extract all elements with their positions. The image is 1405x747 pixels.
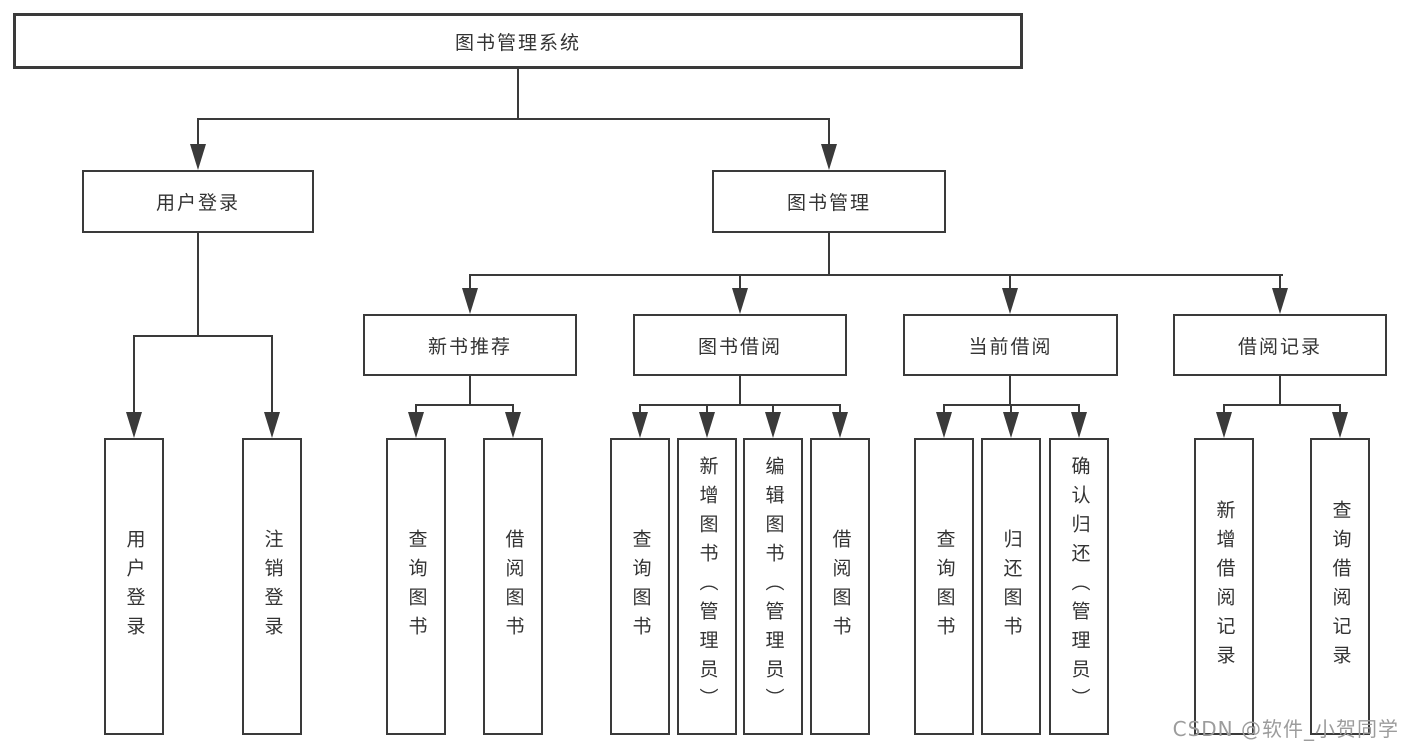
arrow-down-icon (1002, 288, 1018, 314)
connector-drop (469, 374, 471, 406)
node-user-login: 用户登录 (82, 170, 314, 233)
connector-branch (415, 404, 514, 406)
connector-stem (828, 118, 830, 146)
leaf-label: 归还图书 (1000, 528, 1023, 645)
leaf-current-query: 查询图书 (914, 438, 974, 735)
arrow-down-icon (765, 412, 781, 438)
arrow-down-icon (505, 412, 521, 438)
connector-stem (469, 274, 471, 290)
leaf-label: 查询图书 (405, 528, 428, 645)
arrow-down-icon (1003, 412, 1019, 438)
leaf-borrow-query: 查询图书 (610, 438, 670, 735)
leaf-borrow-add-admin: 新增图书（管理员） (677, 438, 737, 735)
connector-stem (739, 274, 741, 290)
node-current-borrow-label: 当前借阅 (968, 335, 1053, 358)
connector-stem (1010, 404, 1012, 413)
node-book-management: 图书管理 (712, 170, 946, 233)
arrow-down-icon (821, 144, 837, 170)
arrow-down-icon (190, 144, 206, 170)
node-root: 图书管理系统 (13, 13, 1023, 69)
arrow-down-icon (632, 412, 648, 438)
node-new-book-recommend-label: 新书推荐 (427, 335, 512, 358)
connector-stem (1339, 404, 1341, 413)
leaf-label: 查询借阅记录 (1329, 499, 1352, 674)
leaf-newbook-borrow: 借阅图书 (483, 438, 543, 735)
connector-stem (415, 404, 417, 413)
leaf-current-return: 归还图书 (981, 438, 1041, 735)
arrow-down-icon (462, 288, 478, 314)
connector-stem (706, 404, 708, 413)
leaf-label: 借阅图书 (829, 528, 852, 645)
leaf-borrow-edit-admin: 编辑图书（管理员） (743, 438, 803, 735)
arrow-down-icon (732, 288, 748, 314)
leaf-label: 确认归还（管理员） (1068, 456, 1091, 717)
leaf-logout: 注销登录 (242, 438, 302, 735)
leaf-user-login: 用户登录 (104, 438, 164, 735)
watermark: CSDN @软件_小贺同学 (1172, 717, 1399, 741)
leaf-label: 查询图书 (933, 528, 956, 645)
node-user-login-label: 用户登录 (155, 192, 240, 214)
node-borrow-records: 借阅记录 (1173, 314, 1387, 376)
connector-stem (197, 118, 199, 146)
node-current-borrow: 当前借阅 (903, 314, 1118, 376)
leaf-label: 用户登录 (123, 528, 146, 645)
connector-root-drop (517, 67, 519, 120)
leaf-label: 查询图书 (629, 528, 652, 645)
connector-level3-branch (469, 274, 1283, 276)
connector-stem (772, 404, 774, 413)
connector-stem (133, 335, 135, 413)
connector-userlogin-drop (197, 231, 199, 337)
connector-branch (133, 335, 273, 337)
connector-stem (271, 335, 273, 413)
arrow-down-icon (1216, 412, 1232, 438)
connector-stem (1009, 274, 1011, 290)
connector-stem (512, 404, 514, 413)
arrow-down-icon (699, 412, 715, 438)
connector-stem (1279, 274, 1281, 290)
connector-stem (639, 404, 641, 413)
leaf-borrow-borrow: 借阅图书 (810, 438, 870, 735)
leaf-current-confirm-admin: 确认归还（管理员） (1049, 438, 1109, 735)
connector-branch (1223, 404, 1341, 406)
connector-stem (839, 404, 841, 413)
leaf-record-query: 查询借阅记录 (1310, 438, 1370, 735)
node-book-borrow-label: 图书借阅 (697, 335, 782, 358)
leaf-label: 借阅图书 (502, 528, 525, 645)
leaf-label: 注销登录 (261, 528, 284, 645)
leaf-newbook-query: 查询图书 (386, 438, 446, 735)
arrow-down-icon (264, 412, 280, 438)
connector-level2-branch (197, 118, 830, 120)
node-book-management-label: 图书管理 (786, 192, 871, 214)
node-borrow-records-label: 借阅记录 (1237, 335, 1322, 358)
connector-drop (739, 374, 741, 406)
arrow-down-icon (936, 412, 952, 438)
arrow-down-icon (832, 412, 848, 438)
node-root-label: 图书管理系统 (454, 31, 581, 54)
leaf-label: 新增借阅记录 (1213, 499, 1236, 674)
arrow-down-icon (1071, 412, 1087, 438)
arrow-down-icon (126, 412, 142, 438)
node-book-borrow: 图书借阅 (633, 314, 847, 376)
arrow-down-icon (408, 412, 424, 438)
leaf-record-add: 新增借阅记录 (1194, 438, 1254, 735)
node-new-book-recommend: 新书推荐 (363, 314, 577, 376)
connector-stem (1078, 404, 1080, 413)
arrow-down-icon (1332, 412, 1348, 438)
connector-branch (639, 404, 841, 406)
leaf-label: 编辑图书（管理员） (762, 456, 785, 717)
connector-drop (1009, 374, 1011, 406)
connector-stem (943, 404, 945, 413)
arrow-down-icon (1272, 288, 1288, 314)
connector-bookmgmt-drop (828, 231, 830, 276)
connector-stem (1223, 404, 1225, 413)
leaf-label: 新增图书（管理员） (696, 456, 719, 717)
connector-drop (1279, 374, 1281, 406)
